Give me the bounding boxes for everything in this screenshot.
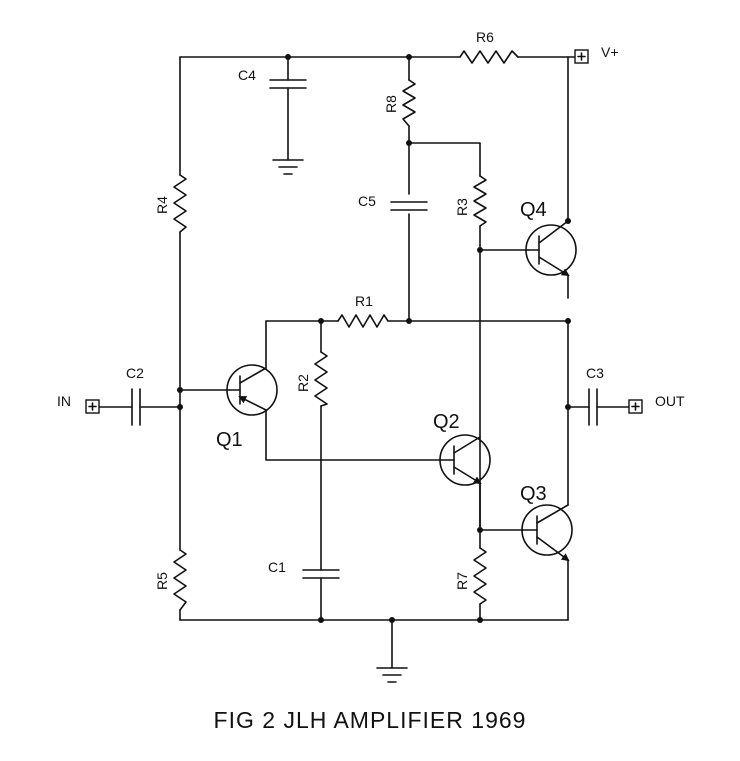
ground-c4-symbol [272,159,304,175]
wires [98,56,630,669]
label-vplus: V+ [601,44,619,60]
label-q4: Q4 [520,199,547,221]
capacitor-c5-symbol [390,201,428,211]
capacitor-c4-symbol [269,79,307,89]
label-r1: R1 [355,293,373,309]
capacitor-c3-symbol [588,388,598,426]
label-r2: R2 [295,374,311,392]
resistor-r3-symbol [473,175,487,227]
transistor-q1-symbol [226,364,278,416]
resistor-r6-symbol [459,50,519,64]
label-r6: R6 [476,29,494,45]
label-q3: Q3 [520,483,547,505]
label-r4: R4 [154,196,170,214]
transistor-q4-symbol [525,220,577,277]
figure-caption: FIG 2 JLH AMPLIFIER 1969 [214,707,527,733]
label-r5: R5 [154,572,170,590]
resistor-r2-symbol [314,351,328,407]
junction-dots [177,54,571,623]
label-c1: C1 [268,559,286,575]
capacitor-c2-symbol [131,388,141,426]
resistor-r8-symbol [402,79,416,127]
label-r3: R3 [454,198,470,216]
capacitor-c1-symbol [302,569,340,579]
label-r7: R7 [454,572,470,590]
label-c5: C5 [358,193,376,209]
resistor-r5-symbol [173,549,187,611]
label-r8: R8 [383,95,399,113]
label-out: OUT [655,393,685,409]
label-q1: Q1 [216,429,243,451]
label-c4: C4 [238,67,256,83]
terminal-in[interactable] [85,399,100,414]
resistor-r7-symbol [473,547,487,605]
ground-main-symbol [376,667,408,683]
resistor-r4-symbol [173,174,187,233]
label-c3: C3 [586,365,604,381]
terminal-out[interactable] [628,399,643,414]
transistor-q2-symbol [439,434,491,531]
label-q2: Q2 [433,411,460,433]
label-c2: C2 [126,365,144,381]
terminal-vplus[interactable] [574,49,589,64]
resistor-r1-symbol [337,314,389,328]
transistor-q3-symbol [521,504,573,562]
label-in: IN [57,393,71,409]
